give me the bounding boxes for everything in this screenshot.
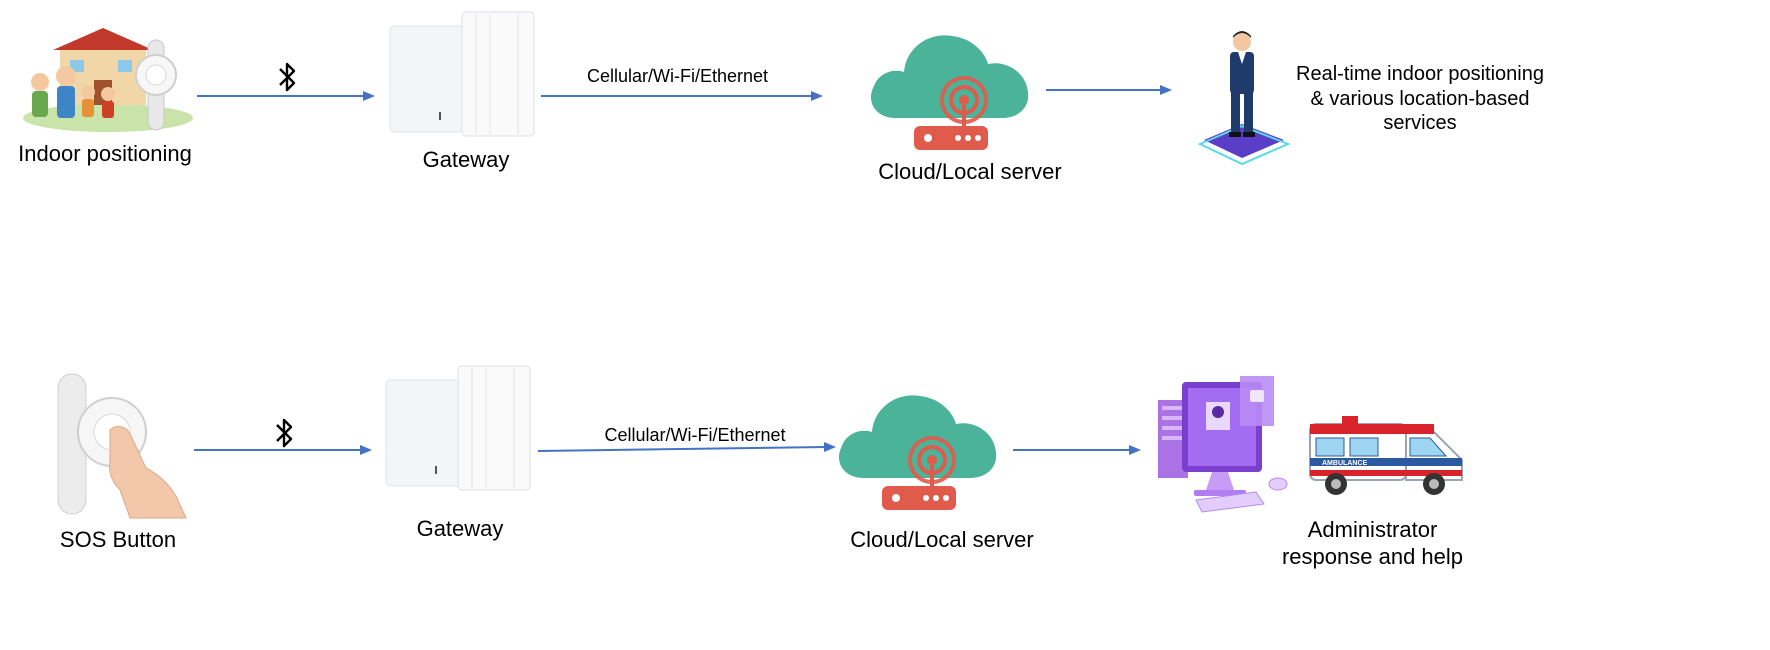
- gateway-device: [389, 11, 535, 137]
- family-house-illustration: [23, 28, 193, 132]
- row1-gateway-label: Gateway: [422, 147, 510, 172]
- arrow-right-icon: [1046, 85, 1172, 95]
- arrow-right-icon: [537, 442, 836, 452]
- router-icon: [882, 436, 956, 510]
- arrow-right-icon: [1013, 445, 1141, 455]
- cloud-server-icon: [870, 35, 1029, 150]
- row1-link-label: Cellular/Wi-Fi/Ethernet: [586, 66, 769, 86]
- row2-result-label: Administrator response and help: [1270, 516, 1475, 570]
- row2-result-line: Administrator: [1307, 517, 1438, 542]
- router-icon: [914, 76, 988, 150]
- arrow-right-icon: [541, 91, 823, 101]
- ambulance-icon: AMBULANCE: [1309, 416, 1463, 495]
- ambulance-label: AMBULANCE: [1322, 460, 1367, 467]
- row2-gateway-label: Gateway: [416, 516, 504, 541]
- row2-result-line: response and help: [1281, 544, 1464, 569]
- row2-source-label: SOS Button: [59, 527, 177, 552]
- bluetooth-icon: [276, 418, 293, 448]
- row1-server-label: Cloud/Local server: [878, 159, 1062, 184]
- arrow-right-icon: [197, 91, 375, 101]
- row2-link-label: Cellular/Wi-Fi/Ethernet: [604, 425, 786, 445]
- admin-monitor-icon: [1158, 376, 1288, 513]
- row1-result-line: & various location-based: [1310, 87, 1530, 110]
- businessman-icon: [1197, 31, 1291, 166]
- row1-result-line: services: [1383, 112, 1457, 134]
- cloud-server-icon: [838, 395, 997, 510]
- arrow-right-icon: [194, 445, 372, 455]
- row1-result-line: Real-time indoor positioning: [1296, 63, 1544, 85]
- row1-source-label: Indoor positioning: [18, 141, 192, 166]
- sos-wristband-illustration: [57, 373, 187, 519]
- bluetooth-icon: [279, 62, 296, 92]
- gateway-device: [385, 365, 531, 491]
- row2-server-label: Cloud/Local server: [850, 527, 1034, 552]
- row1-result-label: Real-time indoor positioning & various l…: [1285, 62, 1555, 136]
